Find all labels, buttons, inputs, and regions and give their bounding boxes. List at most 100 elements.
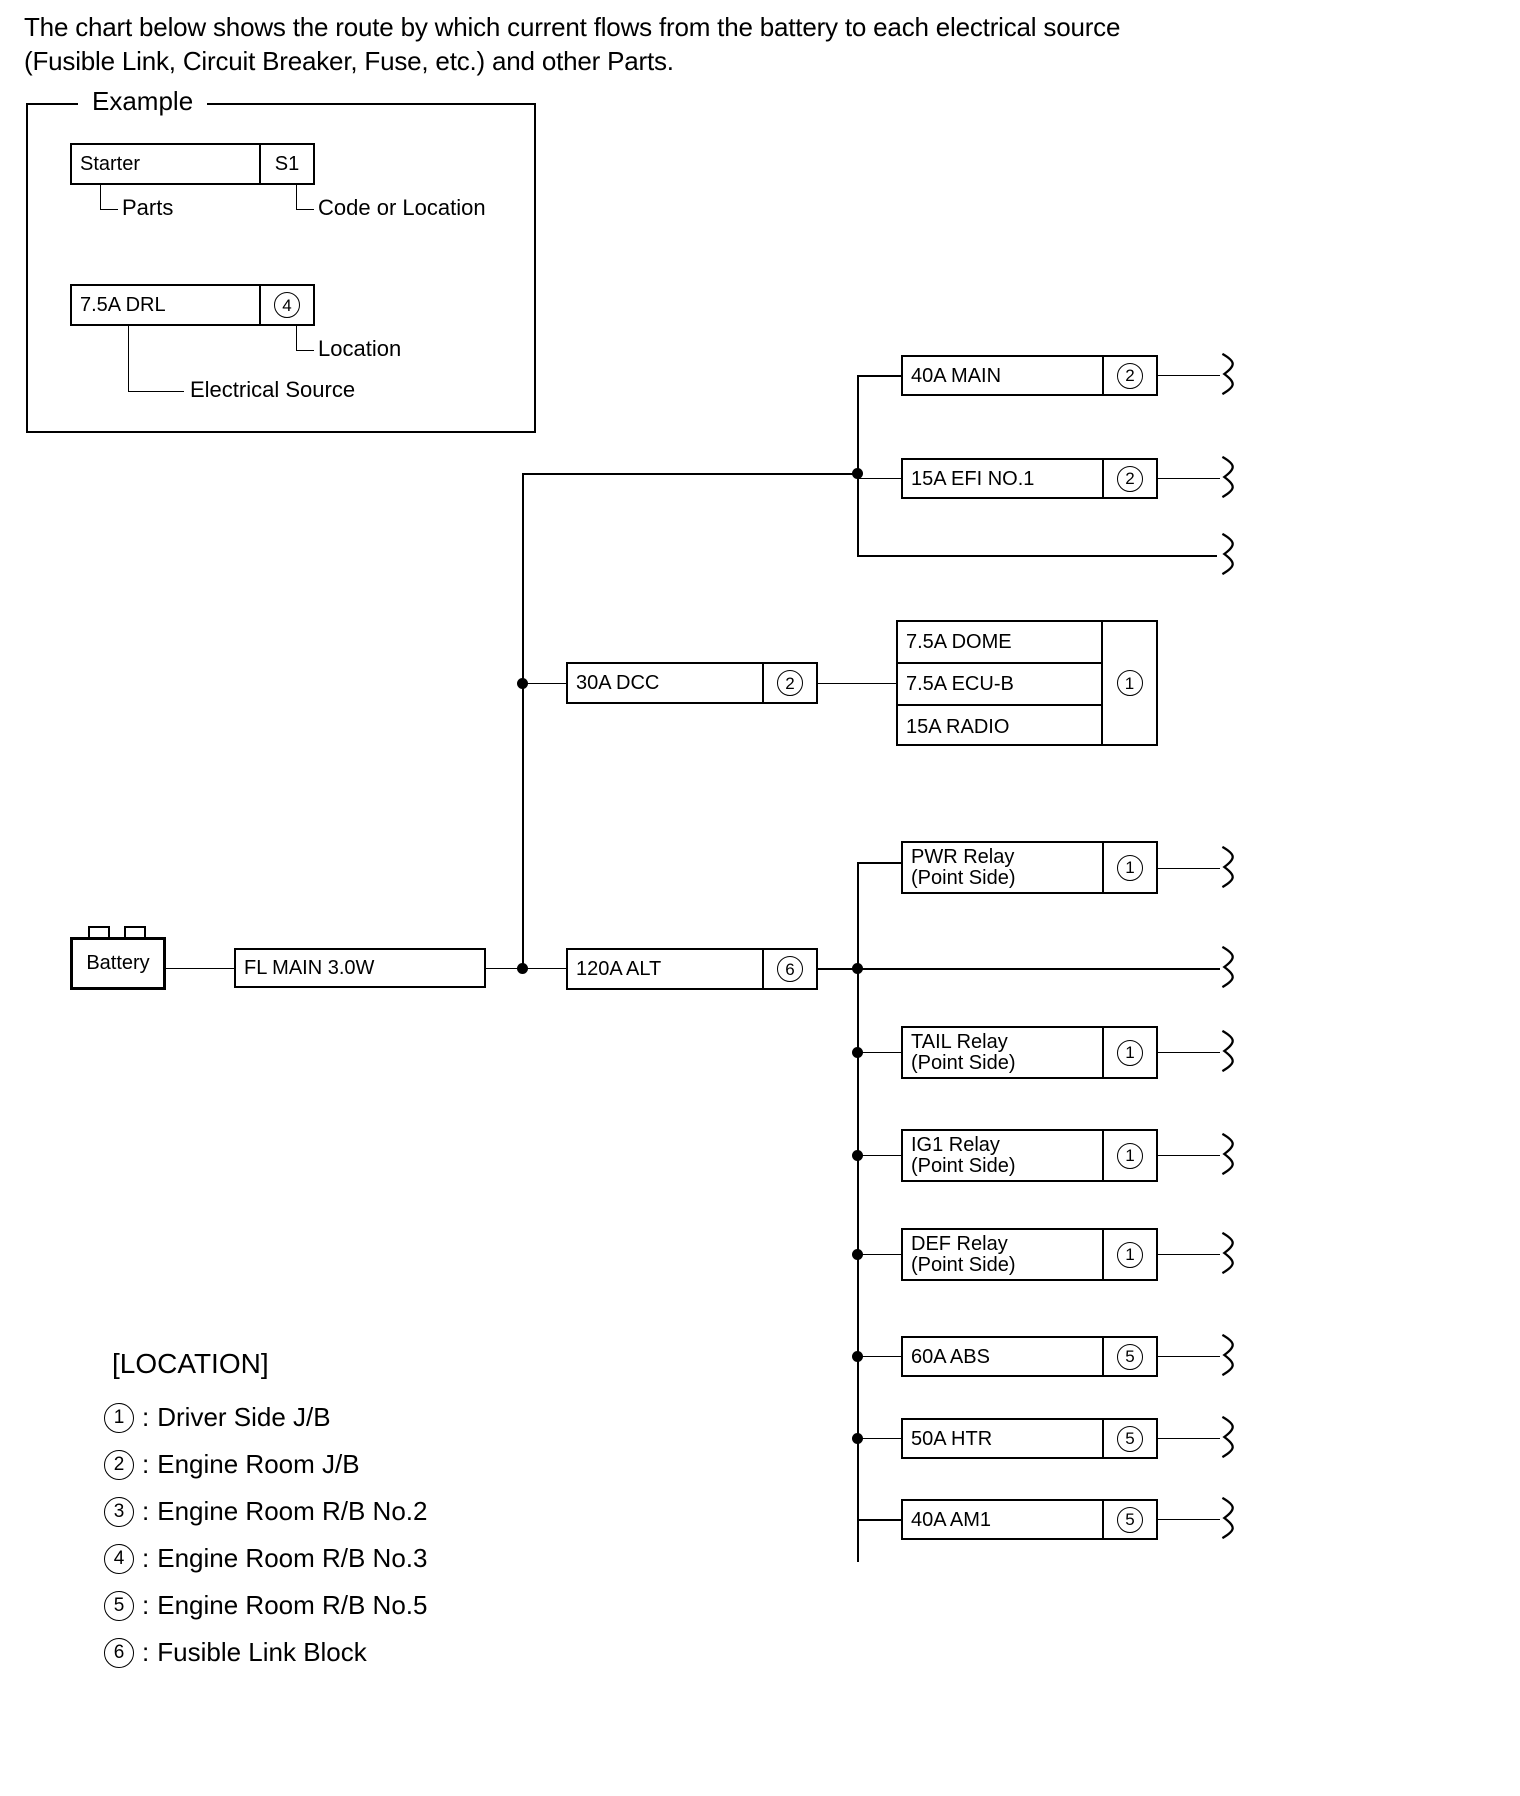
wire-40a-main-out <box>1158 375 1220 376</box>
wire-spine-to-40a-main <box>857 375 901 377</box>
continuation-squiggle-icon <box>1221 1231 1234 1275</box>
part-box-ig1-relay: IG1 Relay (Point Side) 1 <box>901 1129 1158 1182</box>
wire-battery-to-flmain <box>166 968 234 969</box>
location-circle-icon: 1 <box>1117 1039 1143 1066</box>
location-circle-icon: 4 <box>274 292 300 318</box>
fuse-row-dome: 7.5A DOME <box>898 622 1103 664</box>
battery-label: Battery <box>86 952 150 974</box>
example-legend-label: Example <box>78 86 208 116</box>
intro-line-2: (Fusible Link, Circuit Breaker, Fuse, et… <box>24 46 674 76</box>
wire-spine-to-60a-abs <box>857 1356 901 1357</box>
leader-code-label: Code or Location <box>318 195 486 220</box>
wire-tail-relay-out <box>1158 1052 1220 1053</box>
location-circle-icon: 4 <box>104 1543 134 1574</box>
example-frame <box>26 103 536 433</box>
continuation-squiggle-icon <box>1221 945 1234 989</box>
leader-source-horizontal <box>128 391 184 392</box>
wire-spine-to-def-relay <box>857 1254 901 1255</box>
wire-top-branch-spine <box>857 375 859 555</box>
relay-code: 1 <box>1102 1230 1156 1279</box>
fuse-label: 60A ABS <box>911 1345 990 1368</box>
location-text: Driver Side J/B <box>157 1402 331 1432</box>
relay-code: 1 <box>1102 843 1156 892</box>
location-circle-icon: 3 <box>104 1496 134 1527</box>
wire-alt-branch-spine <box>857 862 859 1562</box>
continuation-squiggle-icon <box>1221 1415 1234 1459</box>
part-box-30a-dcc: 30A DCC 2 <box>566 662 818 704</box>
fuse-code: 5 <box>1102 1420 1156 1457</box>
example-source-name: 7.5A DRL <box>80 294 166 316</box>
part-box-tail-relay: TAIL Relay (Point Side) 1 <box>901 1026 1158 1079</box>
location-circle-icon: 5 <box>1117 1506 1143 1533</box>
relay-code: 1 <box>1102 1131 1156 1180</box>
continuation-squiggle-icon <box>1221 1496 1234 1540</box>
wire-trunk-to-dcc <box>522 683 566 684</box>
location-text: Engine Room R/B No.5 <box>157 1590 428 1620</box>
leader-location-vertical <box>296 326 297 350</box>
continuation-squiggle-icon <box>1221 1333 1234 1377</box>
location-circle-icon: 1 <box>1117 1241 1143 1268</box>
wire-spine-to-40a-am1 <box>857 1519 901 1521</box>
location-circle-icon: 1 <box>1117 1142 1143 1169</box>
location-separator: : <box>142 1637 150 1667</box>
location-text: Engine Room R/B No.2 <box>157 1496 428 1526</box>
fuse-code: 5 <box>1102 1338 1156 1375</box>
location-circle-icon: 5 <box>1117 1343 1143 1370</box>
alt-label: 120A ALT <box>576 958 662 980</box>
wire-trunk-riser <box>522 473 524 968</box>
location-legend-item: 6 : Fusible Link Block <box>104 1629 624 1676</box>
fuse-code: 5 <box>1102 1501 1156 1538</box>
location-circle-icon: 1 <box>104 1402 134 1433</box>
wire-alt-to-spine <box>818 968 859 970</box>
alt-code: 6 <box>762 950 816 988</box>
leader-parts-vertical <box>100 185 101 209</box>
part-box-40a-main: 40A MAIN 2 <box>901 355 1158 396</box>
example-part-box-starter: Starter S1 <box>70 143 315 185</box>
part-box-50a-htr: 50A HTR 5 <box>901 1418 1158 1459</box>
part-box-40a-am1: 40A AM1 5 <box>901 1499 1158 1540</box>
location-circle-icon: 5 <box>1117 1425 1143 1452</box>
location-text: Fusible Link Block <box>157 1637 367 1667</box>
location-circle-icon: 2 <box>1117 362 1143 389</box>
wire-pwr-relay-out <box>1158 868 1220 869</box>
relay-code: 1 <box>1102 1028 1156 1077</box>
location-circle-icon: 1 <box>1116 670 1143 696</box>
location-separator: : <box>142 1496 150 1526</box>
continuation-squiggle-icon <box>1221 352 1234 396</box>
wire-spine-blank-continuation <box>857 555 1217 557</box>
relay-label-line2: (Point Side) <box>911 1051 1016 1074</box>
relay-label-wrap: DEF Relay (Point Side) <box>903 1230 1102 1279</box>
wire-40a-am1-out <box>1158 1519 1220 1520</box>
leader-parts-horizontal <box>100 209 118 210</box>
wire-spine-to-ig1-relay <box>857 1155 901 1156</box>
fuse-label: 7.5A DOME <box>906 630 1012 653</box>
example-part-code: S1 <box>259 145 313 183</box>
relay-label-wrap: IG1 Relay (Point Side) <box>903 1131 1102 1180</box>
relay-label-line1: IG1 Relay <box>911 1133 1000 1156</box>
fl-main-label: FL MAIN 3.0W <box>244 957 375 979</box>
location-circle-icon: 2 <box>777 670 803 696</box>
continuation-squiggle-icon <box>1221 455 1234 499</box>
intro-paragraph: The chart below shows the route by which… <box>24 10 1274 78</box>
leader-source-vertical <box>128 326 129 391</box>
battery-symbol: Battery <box>70 937 166 990</box>
part-box-fl-main: FL MAIN 3.0W <box>234 948 486 988</box>
location-legend-item: 1 : Driver Side J/B <box>104 1394 624 1441</box>
relay-label-line1: TAIL Relay <box>911 1030 1008 1053</box>
location-legend-item: 3 : Engine Room R/B No.2 <box>104 1488 624 1535</box>
fuse-row-ecu-b: 7.5A ECU-B <box>898 664 1103 706</box>
location-legend-title: [LOCATION] <box>112 1348 269 1379</box>
continuation-squiggle-icon <box>1221 845 1234 889</box>
location-text: Engine Room R/B No.3 <box>157 1543 428 1573</box>
relay-label-line1: PWR Relay <box>911 845 1015 868</box>
continuation-squiggle-icon <box>1221 1029 1234 1073</box>
example-source-box-drl: 7.5A DRL 4 <box>70 284 315 326</box>
relay-label-line2: (Point Side) <box>911 1253 1016 1276</box>
relay-label-line2: (Point Side) <box>911 1154 1016 1177</box>
wire-15a-efi-out <box>1158 478 1220 479</box>
fuse-code: 2 <box>1102 460 1156 497</box>
part-box-120a-alt: 120A ALT 6 <box>566 948 818 990</box>
location-legend-item: 5 : Engine Room R/B No.5 <box>104 1582 624 1629</box>
example-part-name: Starter <box>80 153 141 175</box>
